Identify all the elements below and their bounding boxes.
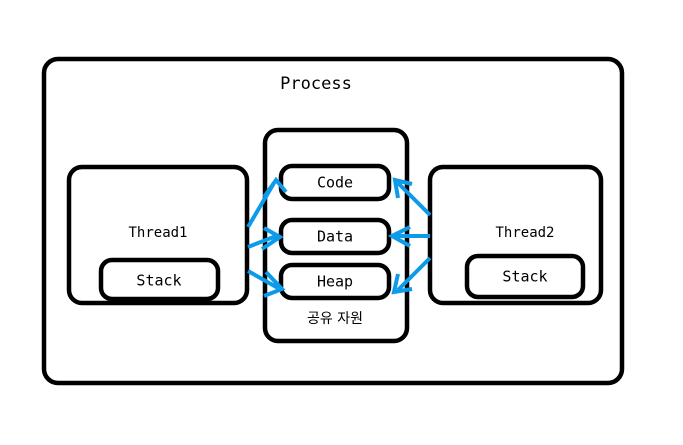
arrow-thread2-to-data — [387, 225, 430, 248]
arrow-thread1-to-data — [247, 226, 284, 251]
thread1-stack-box — [98, 257, 221, 302]
arrow-thread2-to-heap — [391, 256, 432, 295]
arrow-thread1-to-code — [246, 176, 288, 229]
data-label: Data — [317, 228, 353, 246]
shared-resource-caption: 공유 자원 — [307, 311, 363, 327]
arrow-thread2-to-code — [392, 177, 432, 217]
arrow-thread1-to-heap — [247, 269, 286, 298]
heap-label: Heap — [317, 273, 353, 291]
thread1-stack-label: Stack — [136, 272, 181, 290]
heap-box — [278, 262, 392, 301]
thread1-label: Thread1 — [128, 225, 187, 241]
process-title: Process — [280, 74, 352, 94]
thread2-label: Thread2 — [495, 225, 554, 241]
thread2-stack-box — [464, 253, 586, 300]
code-box — [278, 163, 392, 202]
code-label: Code — [317, 174, 353, 192]
thread2-stack-label: Stack — [502, 268, 547, 286]
